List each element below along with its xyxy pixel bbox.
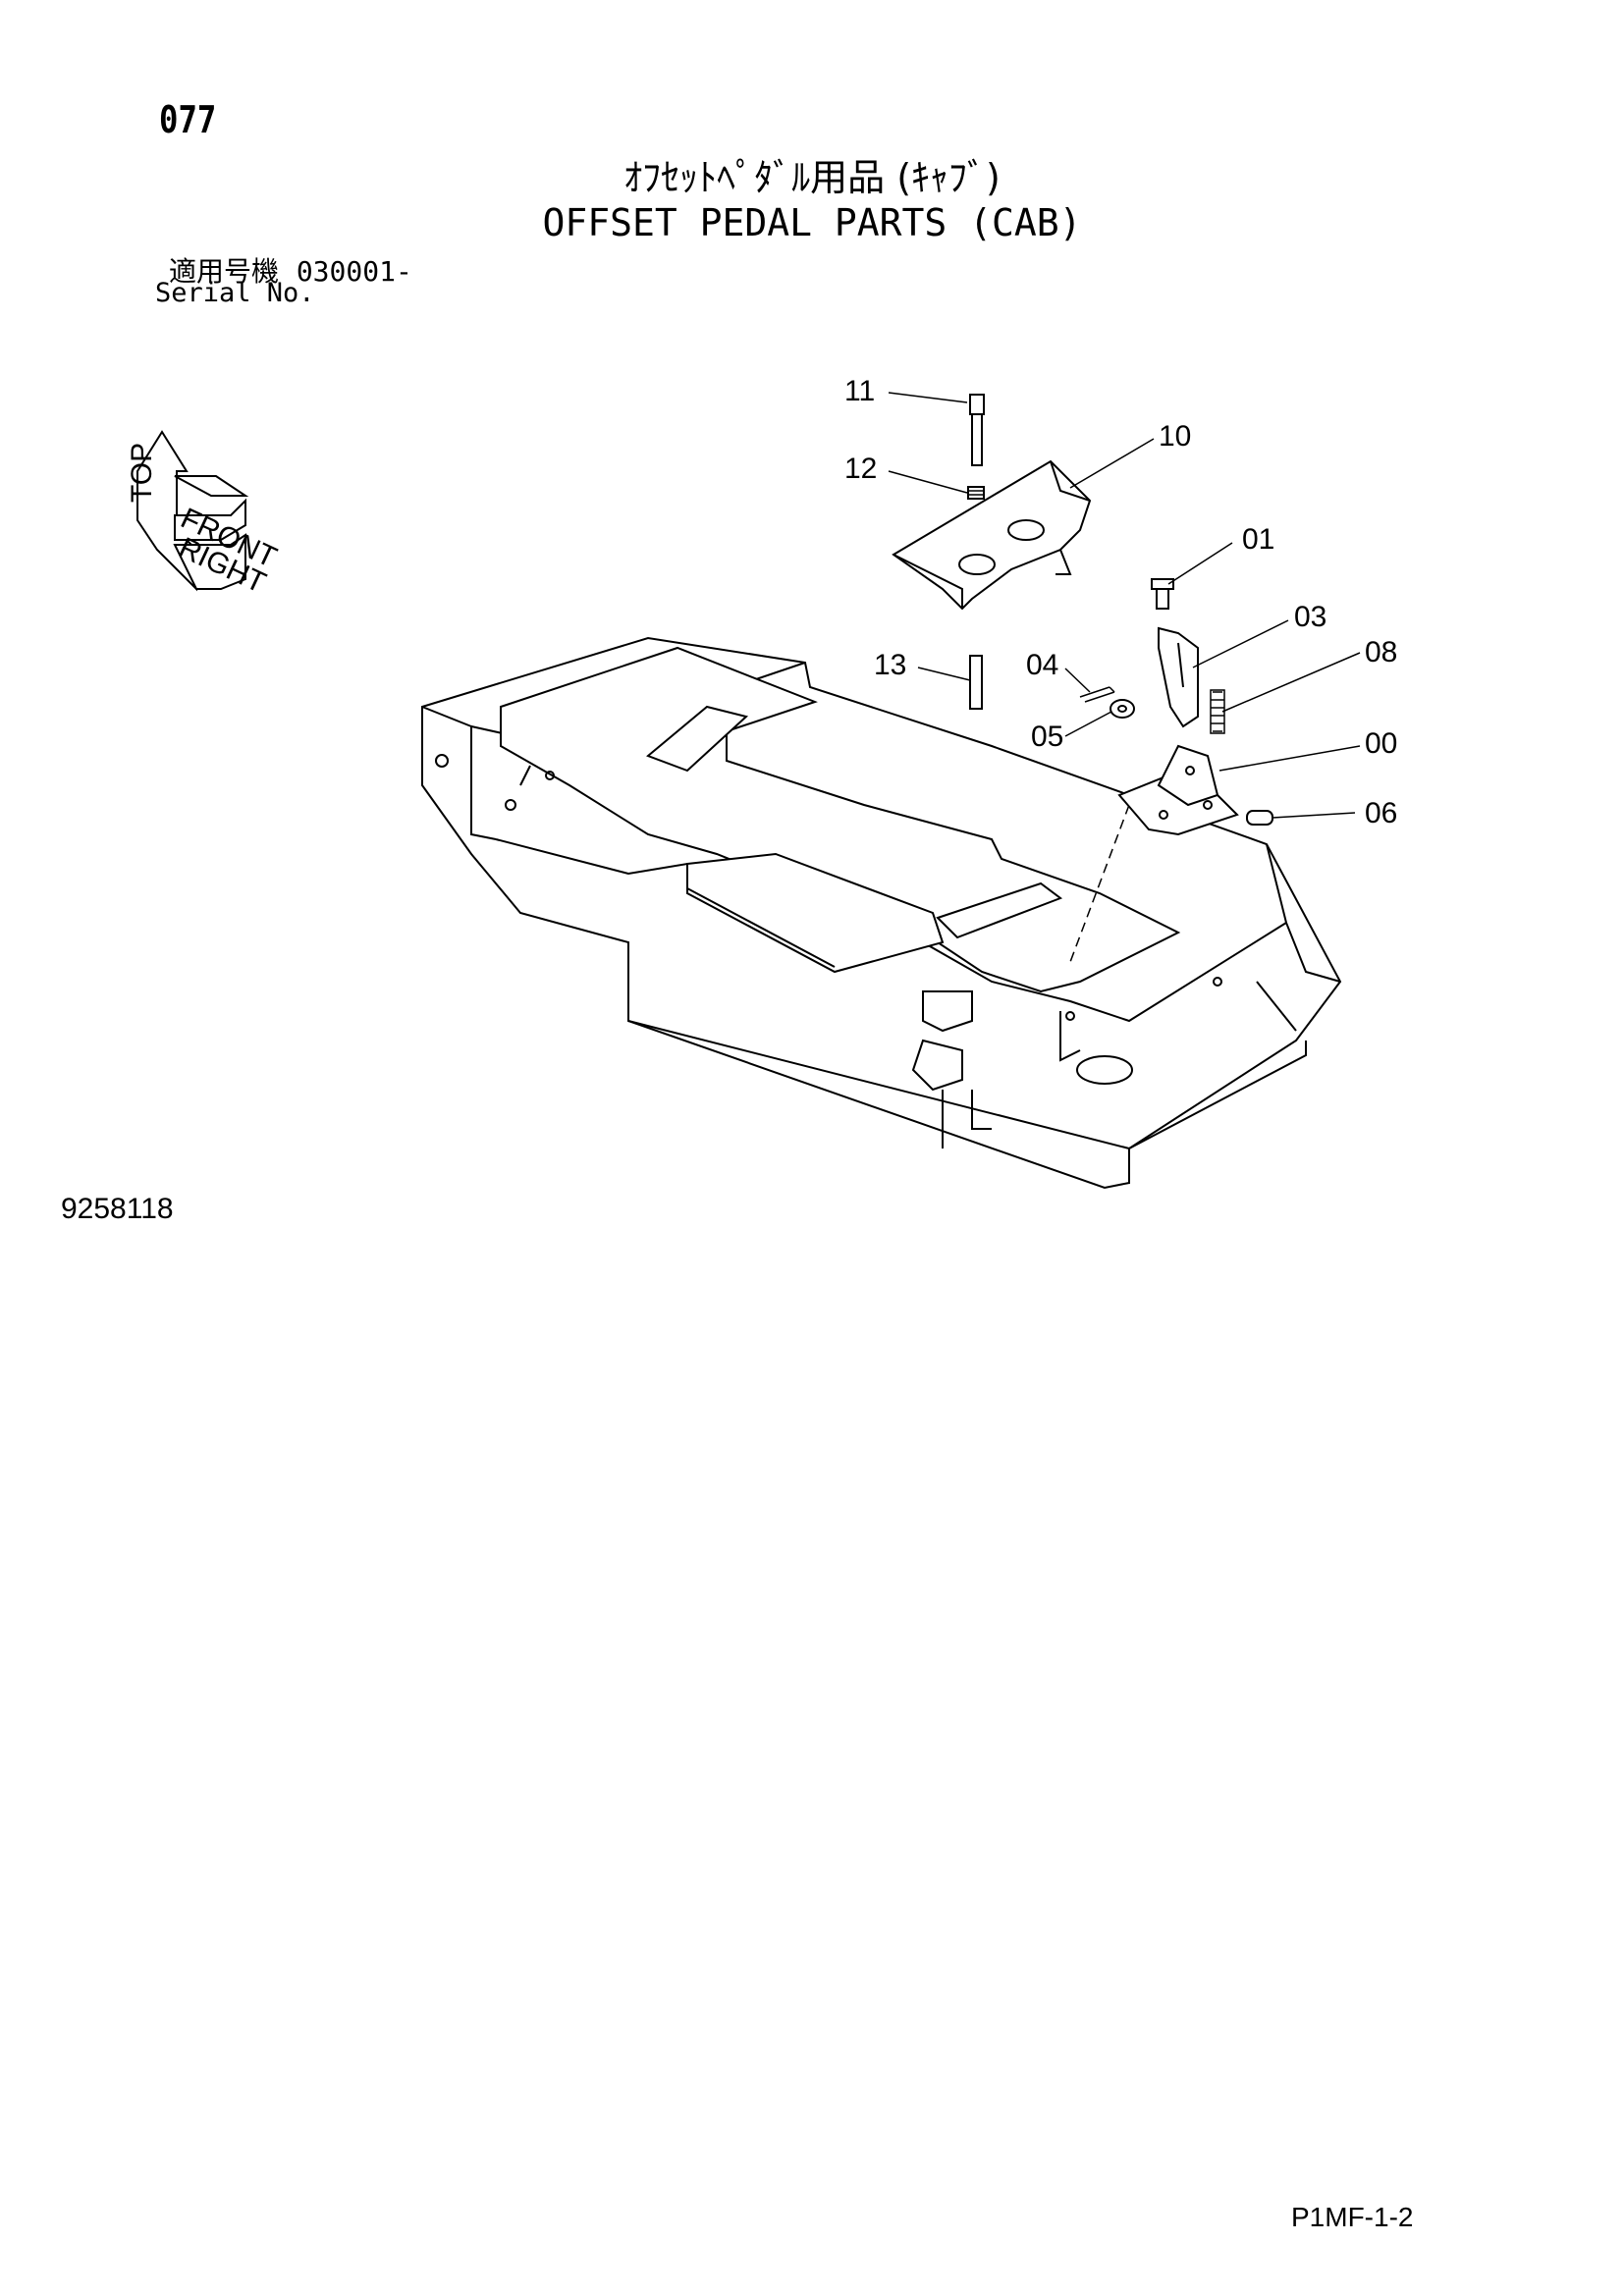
pin-part-13 [969, 655, 983, 710]
bolt-part-01 [1151, 578, 1174, 610]
callout-08: 08 [1365, 636, 1397, 668]
serial-label-japanese: 適用号機 [169, 255, 280, 288]
spring-part-08 [1210, 689, 1225, 734]
plug-part-06 [1246, 810, 1273, 826]
page-code: P1MF-1-2 [1291, 2202, 1414, 2232]
callout-01: 01 [1242, 523, 1274, 556]
page-number: 077 [159, 98, 217, 141]
orientation-top-label: TOP [126, 443, 158, 503]
leader-lines [888, 392, 1361, 819]
callout-04: 04 [1026, 649, 1058, 681]
callout-labels: 11 10 12 01 03 13 04 08 05 00 06 [844, 375, 1397, 829]
callout-13: 13 [874, 649, 906, 681]
serial-number-line: 適用号機 030001- [169, 250, 412, 290]
clip-part-04 [1079, 686, 1115, 703]
callout-11: 11 [844, 375, 875, 407]
figure-number: 9258118 [61, 1193, 174, 1225]
callout-03: 03 [1294, 601, 1326, 633]
bolt-part-11 [969, 394, 985, 466]
bracket-part-03 [1158, 626, 1199, 728]
callout-10: 10 [1159, 420, 1191, 453]
page-title-english: OFFSET PEDAL PARTS (CAB) [542, 201, 1082, 244]
callout-00: 00 [1365, 727, 1397, 760]
page-title-japanese: ｵﾌｾｯﾄﾍﾟﾀﾞﾙ用品 (ｷｬﾌﾞ) [623, 156, 1001, 199]
pedal-bracket-part-00 [1117, 744, 1239, 836]
pedal-cover-part-10 [892, 459, 1092, 611]
serial-value: 030001- [296, 255, 412, 288]
orientation-indicator: TOP FRONT RIGHT [126, 430, 282, 600]
callout-06: 06 [1365, 797, 1397, 829]
floor-frame [421, 636, 1342, 1190]
spring-part-12 [967, 486, 985, 500]
callout-05: 05 [1031, 721, 1063, 753]
washer-part-05 [1110, 699, 1135, 719]
serial-label-english: Serial No. [155, 278, 315, 308]
callout-12: 12 [844, 453, 877, 485]
